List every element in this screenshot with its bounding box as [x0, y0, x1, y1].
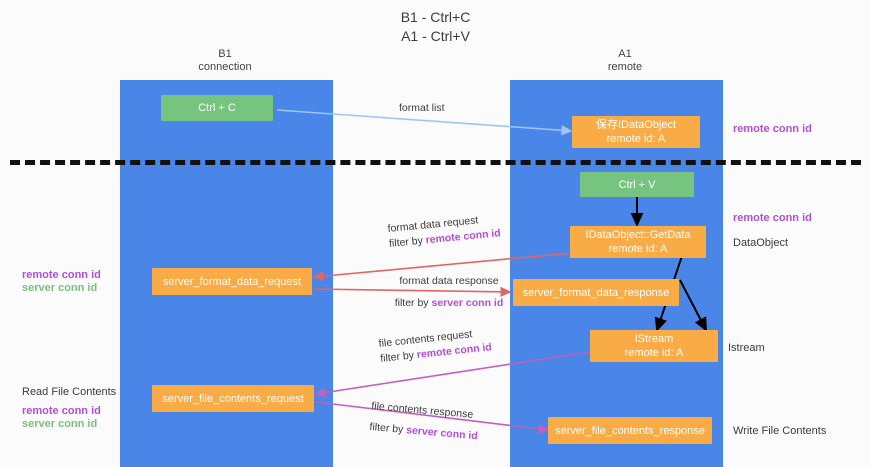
edge-label-format-data-response-line2: filter by server conn id — [374, 296, 524, 311]
annotation-read-file-contents: Read File Contents — [22, 386, 117, 398]
box-server-file-contents-response[interactable]: server_file_contents_response — [548, 417, 712, 444]
edge-label-format-data-response: format data response filter by server co… — [374, 274, 524, 311]
edge-label-file-contents-response-line2: filter by server conn id — [369, 420, 478, 444]
box-save-idataobject-line2: remote id: A — [606, 133, 666, 145]
box-ctrl-v[interactable]: Ctrl + V — [580, 172, 694, 197]
annotation-left-remote-conn-id: remote conn id — [22, 269, 101, 281]
edge-label-file-contents-response-line1: file contents response — [370, 399, 474, 421]
box-server-format-data-response[interactable]: server_format_data_response — [513, 279, 679, 306]
annotation-dataobject: DataObject — [733, 237, 789, 249]
box-server-file-contents-response-label: server_file_contents_response — [555, 424, 705, 437]
box-server-format-data-request[interactable]: server_format_data_request — [152, 268, 312, 295]
box-ctrl-c-label: Ctrl + C — [198, 102, 236, 114]
annotation-istream: Istream — [728, 342, 765, 354]
lane-header-a1: A1 remote — [575, 48, 675, 74]
annotation-left-server-conn-id: server conn id — [22, 282, 98, 294]
filter-prefix: filter by — [369, 420, 407, 437]
edge-label-file-contents-request: file contents request filter by remote c… — [378, 325, 493, 367]
box-istream[interactable]: IStream remote id: A — [590, 330, 718, 362]
lane-header-a1-name: A1 — [618, 48, 632, 60]
box-ctrl-c[interactable]: Ctrl + C — [161, 95, 273, 121]
box-ctrl-v-label: Ctrl + V — [618, 178, 656, 191]
box-server-format-data-request-label: server_format_data_request — [162, 275, 302, 288]
lane-header-b1-name: B1 — [218, 48, 232, 60]
box-idataobject-getdata-line2: remote id: A — [608, 243, 668, 255]
annotation-left-bottom-remote-conn-id: remote conn id — [22, 405, 101, 417]
edge-label-format-data-response-line1: format data response — [399, 275, 499, 287]
diagram-title: B1 - Ctrl+C A1 - Ctrl+V — [400, 9, 471, 44]
box-server-format-data-response-label: server_format_data_response — [522, 286, 670, 299]
lane-header-b1: B1 connection — [150, 48, 300, 74]
box-save-idataobject[interactable]: 保存IDataObject remote id: A — [572, 116, 700, 148]
filter-key-server-conn-id: server conn id — [405, 424, 479, 443]
filter-prefix: filter by — [379, 349, 418, 365]
filter-prefix: filter by — [394, 297, 432, 309]
lane-header-a1-sub: remote — [607, 61, 643, 73]
box-idataobject-getdata-line1: IDataObject::GetData — [585, 229, 691, 241]
box-server-file-contents-request-label: server_file_contents_request — [162, 392, 304, 405]
phase-divider — [10, 160, 861, 165]
edge-label-format-data-request: format data request filter by remote con… — [387, 211, 501, 252]
box-idataobject-getdata[interactable]: IDataObject::GetData remote id: A — [570, 226, 706, 258]
annotation-write-file-contents: Write File Contents — [733, 425, 827, 437]
box-istream-line1: IStream — [634, 333, 674, 345]
edge-label-format-list: format list — [399, 102, 445, 114]
edge-label-file-contents-response: file contents response filter by server … — [369, 399, 480, 444]
box-save-idataobject-line1: 保存IDataObject — [595, 119, 677, 131]
annotation-left-bottom-server-conn-id: server conn id — [22, 418, 98, 430]
lane-header-b1-sub: connection — [198, 61, 252, 73]
filter-prefix: filter by — [388, 234, 427, 250]
annotation-remote-conn-id-top: remote conn id — [733, 123, 812, 135]
box-server-file-contents-request[interactable]: server_file_contents_request — [152, 385, 314, 412]
box-istream-line2: remote id: A — [624, 347, 684, 359]
filter-key-server-conn-id: server conn id — [431, 297, 504, 309]
annotation-remote-conn-id-mid: remote conn id — [733, 212, 812, 224]
